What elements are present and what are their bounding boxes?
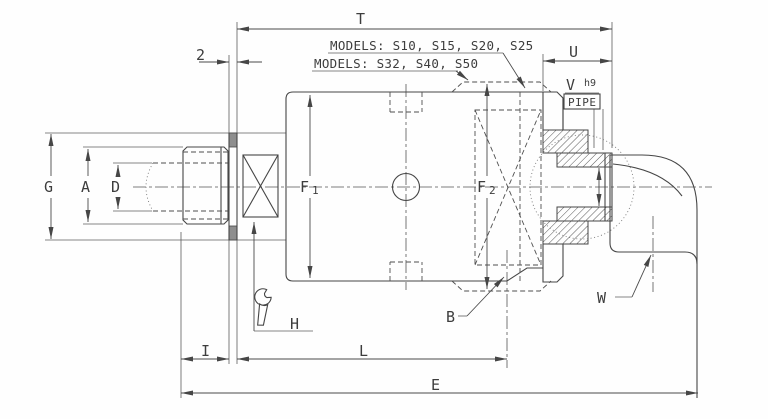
models-small-label: MODELS: S10, S15, S20, S25 [330, 38, 533, 53]
flange-section [529, 92, 635, 283]
dim-t-label: T [356, 10, 366, 28]
callout-models-small: MODELS: S10, S15, S20, S25 [328, 38, 533, 89]
pipe-label: PIPE [568, 96, 597, 109]
callout-h: H [251, 222, 313, 333]
dim-h-label: H [290, 315, 300, 333]
large-model-outline [451, 81, 552, 292]
dim-f1-index: 1 [312, 184, 319, 197]
models-large-label: MODELS: S32, S40, S50 [314, 56, 478, 71]
dim-v-label: V [566, 76, 576, 94]
centerlines [133, 84, 712, 368]
v-tolerance-label: h9 [584, 78, 596, 89]
dim-i-label: I [201, 342, 211, 360]
bearing-box [242, 154, 279, 218]
housing-body [285, 91, 564, 282]
callout-v-pipe: V h9 PIPE [563, 76, 602, 206]
dim-a-label: A [81, 178, 91, 196]
dim-l-label: L [359, 342, 369, 360]
dim-f2-label: F [477, 178, 487, 196]
dimension-u: U [543, 43, 612, 64]
dim-u-label: U [569, 43, 579, 61]
dimension-d: D [111, 165, 121, 209]
dimension-f1: F 1 [300, 95, 319, 278]
wrench-icon [254, 288, 272, 326]
dim-w-label: W [597, 289, 607, 307]
callout-w: W [597, 254, 652, 307]
dim-2-label: 2 [196, 46, 206, 64]
dimension-e: E [181, 376, 698, 396]
dimension-l: L [237, 342, 507, 362]
dim-b-label: B [446, 308, 456, 326]
dim-e-label: E [431, 376, 441, 394]
callout-b: B [446, 276, 505, 326]
seal-collar [228, 132, 238, 241]
dim-g-label: G [44, 178, 54, 196]
dimension-t: T [237, 10, 612, 32]
dimension-f2: F 2 [477, 84, 496, 289]
dim-f1-label: F [300, 178, 310, 196]
dim-d-label: D [111, 178, 121, 196]
dimension-i: I [181, 342, 229, 362]
elbow-fitting [609, 154, 698, 398]
callout-models-large: MODELS: S32, S40, S50 [312, 56, 478, 81]
dim-f2-index: 2 [489, 184, 496, 197]
extension-lines [45, 22, 613, 398]
dimension-flange-width: 2 [196, 46, 262, 65]
dimension-g: G [44, 134, 54, 239]
rotor-shaft [145, 146, 229, 225]
dimension-a: A [81, 149, 91, 222]
